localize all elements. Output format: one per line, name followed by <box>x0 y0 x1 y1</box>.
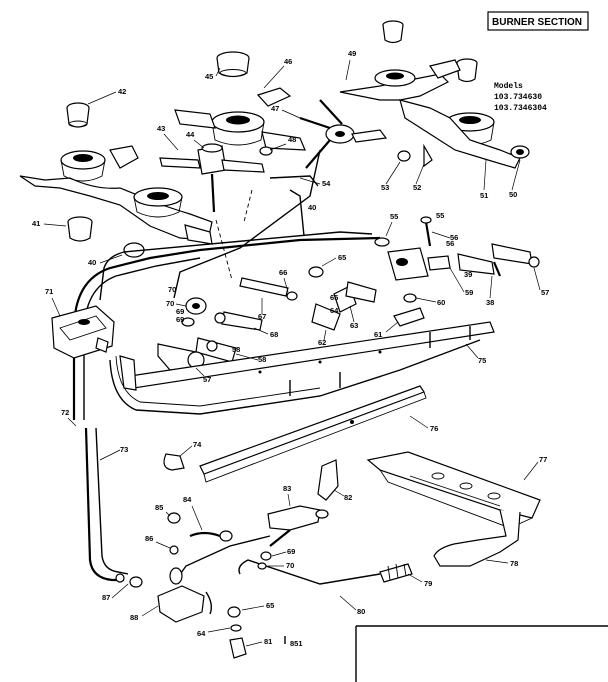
part-label: 58 <box>232 345 240 354</box>
part-label: 78 <box>510 559 518 568</box>
part-label: 85 <box>155 503 163 512</box>
diagram-footer-label: 851 <box>290 639 303 648</box>
part-label: 58 <box>258 355 266 364</box>
part-label: 69 <box>176 315 184 324</box>
center-valve-assembly <box>123 99 433 258</box>
part-label: 65 <box>266 601 274 610</box>
model-number-2: 103.7346304 <box>494 104 547 113</box>
part-label: 68 <box>270 330 278 339</box>
part-label: 52 <box>413 183 421 192</box>
part-label: 88 <box>130 613 138 622</box>
burner-valves-right <box>239 216 540 331</box>
part-label: 73 <box>120 445 128 454</box>
part-label: 54 <box>322 179 331 188</box>
part-label: 65 <box>338 253 346 262</box>
part-label: 86 <box>145 534 153 543</box>
part-label: 46 <box>284 57 292 66</box>
model-number-1: 103.734630 <box>494 93 542 102</box>
part-label: 60 <box>437 298 445 307</box>
part-label: 84 <box>183 495 192 504</box>
part-label: 59 <box>465 288 473 297</box>
part-label: 57 <box>541 288 549 297</box>
part-label: 44 <box>186 130 195 139</box>
part-label: 65 <box>330 293 338 302</box>
part-label: 53 <box>381 183 389 192</box>
part-label: 72 <box>61 408 69 417</box>
burner-cap-41 <box>67 216 93 242</box>
part-label: 81 <box>264 637 272 646</box>
broiler-burner-77 <box>366 451 541 567</box>
part-label: 49 <box>348 49 356 58</box>
part-label: 50 <box>509 190 517 199</box>
part-label: 77 <box>539 455 547 464</box>
part-label: 41 <box>32 219 40 228</box>
part-label: 57 <box>203 375 211 384</box>
part-label: 38 <box>486 298 494 307</box>
part-label: 56 <box>446 239 454 248</box>
mounting-rail-76 <box>199 385 427 483</box>
clip-74 <box>163 453 185 471</box>
part-label: 62 <box>318 338 326 347</box>
burner-cap-top-right <box>382 20 404 44</box>
part-label: 87 <box>102 593 110 602</box>
part-label: 64 <box>330 306 339 315</box>
part-label: 61 <box>374 330 382 339</box>
part-label: 79 <box>424 579 432 588</box>
models-heading: Models <box>494 82 523 91</box>
valve-83 <box>267 505 329 547</box>
part-label: 69 <box>287 547 295 556</box>
part-label: 48 <box>288 135 296 144</box>
part-label: 47 <box>271 104 279 113</box>
part-label: 75 <box>478 356 486 365</box>
burner-head-center <box>174 87 306 156</box>
part-label: 39 <box>464 270 472 279</box>
part-label: 40 <box>308 203 316 212</box>
part-label: 66 <box>279 268 287 277</box>
igniter-79 <box>379 563 413 583</box>
part-label: 40 <box>88 258 96 267</box>
part-label: 82 <box>344 493 352 502</box>
title-box: BURNER SECTION <box>487 11 589 31</box>
valve-71 <box>51 305 115 359</box>
mounting-rail-75 <box>119 321 495 396</box>
burner-caps <box>66 20 478 242</box>
burner-head-right <box>339 59 530 169</box>
part-label: 70 <box>168 285 176 294</box>
border-lines <box>284 625 608 682</box>
part-label: 63 <box>350 321 358 330</box>
part-label: 51 <box>480 191 488 200</box>
part-label: 55 <box>436 211 444 220</box>
part-label: 64 <box>197 629 206 638</box>
part-label: 56 <box>450 233 458 242</box>
part-label: 83 <box>283 484 291 493</box>
part-label: 74 <box>193 440 202 449</box>
models-block: Models 103.734630 103.7346304 <box>494 82 547 113</box>
part-label: 42 <box>118 87 126 96</box>
burner-head-left <box>19 145 213 245</box>
section-title: BURNER SECTION <box>492 17 582 28</box>
part-label: 43 <box>157 124 165 133</box>
valve-88 <box>115 567 247 659</box>
part-label: 55 <box>390 212 398 221</box>
part-label: 80 <box>357 607 365 616</box>
part-label: 67 <box>258 312 266 321</box>
burner-cap-42 <box>66 102 90 128</box>
part-label: 71 <box>45 287 53 296</box>
burner-cap-45 <box>216 51 250 78</box>
part-label: 70 <box>286 561 294 570</box>
part-label: 45 <box>205 72 213 81</box>
callouts: 40 41 42 43 44 45 46 47 48 49 50 51 52 5… <box>32 49 549 647</box>
part-label: 76 <box>430 424 438 433</box>
bracket-82 <box>317 459 339 501</box>
small-fittings <box>167 512 272 570</box>
part-label: 69 <box>176 307 184 316</box>
part-label: 70 <box>166 299 174 308</box>
